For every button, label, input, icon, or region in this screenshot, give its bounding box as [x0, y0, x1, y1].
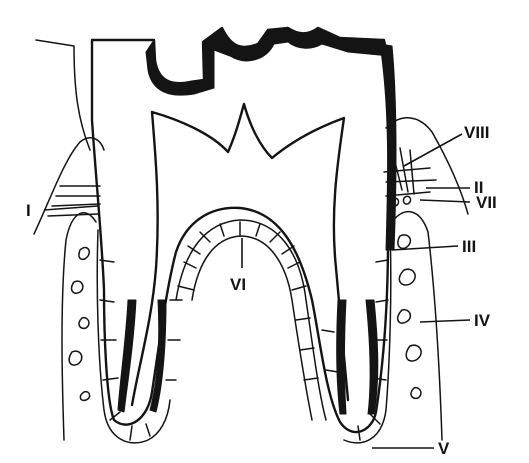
pulp-chamber [132, 104, 348, 405]
root-canal-distal [337, 300, 346, 414]
leader-VIII [404, 134, 462, 166]
label-V: V [438, 439, 450, 458]
tooth [92, 28, 396, 432]
periodontal-ligament [97, 220, 391, 443]
leader-VII [420, 200, 470, 202]
leader-IV [420, 320, 470, 322]
label-VI: VI [230, 275, 246, 294]
label-I: I [26, 201, 31, 220]
adjacent-structure [36, 40, 90, 150]
label-VII: VII [476, 193, 497, 212]
label-IV: IV [474, 311, 491, 330]
label-VIII: VIII [464, 123, 490, 142]
label-III: III [462, 237, 476, 256]
pdl-outer-boundary [192, 236, 312, 420]
pdl-inner-boundary [176, 220, 326, 420]
root-canal-distal-inner [366, 300, 378, 414]
gingiva-left-fibers [48, 186, 100, 216]
